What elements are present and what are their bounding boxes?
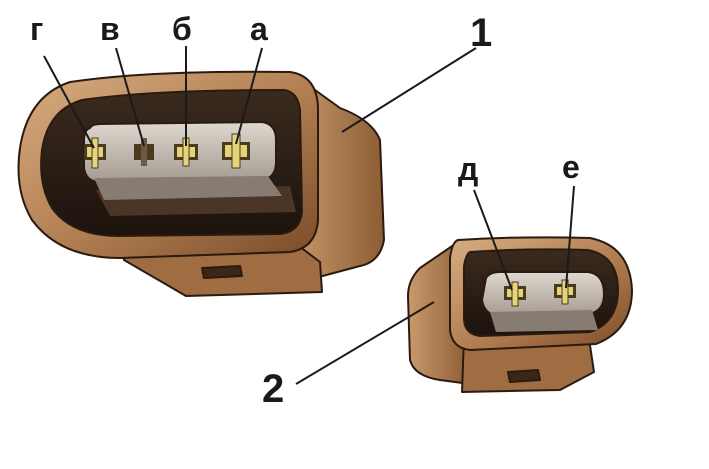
leader-1 bbox=[341, 47, 477, 133]
connector-1-pin-g bbox=[84, 137, 106, 169]
connector-1-pin-v bbox=[134, 138, 154, 166]
connector-2-insert-shadow bbox=[490, 310, 598, 332]
label-1: 1 bbox=[470, 11, 492, 55]
label-d: д bbox=[458, 151, 478, 187]
label-g: г bbox=[30, 11, 43, 47]
leader-g bbox=[43, 55, 95, 149]
label-2: 2 bbox=[262, 367, 284, 411]
connector-1-latch-slot bbox=[201, 265, 243, 279]
leader-v bbox=[115, 47, 145, 147]
connector-2-insert bbox=[481, 271, 605, 317]
leader-e bbox=[565, 185, 575, 289]
leader-a bbox=[235, 47, 263, 145]
label-e: е bbox=[562, 149, 580, 185]
connector-2-pin-e bbox=[554, 279, 576, 305]
connector-1 bbox=[17, 70, 385, 297]
leader-d bbox=[473, 189, 513, 291]
connector-1-pin-a bbox=[222, 133, 250, 169]
leader-2 bbox=[295, 301, 435, 385]
connector-2-pin-d bbox=[504, 281, 526, 307]
connector-1-insert-shadow bbox=[94, 176, 282, 200]
label-b: б bbox=[172, 11, 192, 47]
connector-2 bbox=[407, 236, 633, 393]
label-v: в bbox=[100, 11, 120, 47]
label-a: а bbox=[250, 11, 268, 47]
connector-2-latch-slot bbox=[507, 369, 541, 383]
